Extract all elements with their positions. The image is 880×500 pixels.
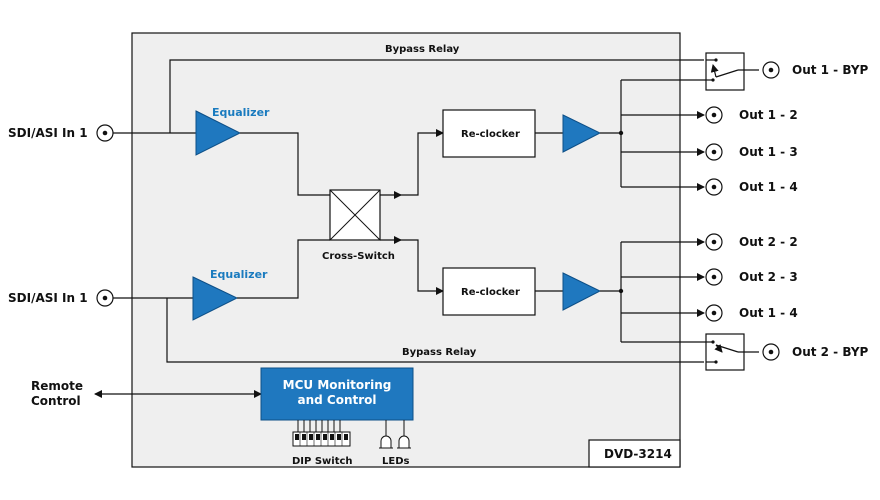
mcu-label-line1: MCU Monitoring xyxy=(283,378,392,392)
led-icon xyxy=(379,420,411,449)
output-connector-2-3 xyxy=(705,268,723,286)
output-label-1-3: Out 1 - 3 xyxy=(739,145,798,159)
output-connector-1-4 xyxy=(705,178,723,196)
output-connector-1-3 xyxy=(705,143,723,161)
reclocker-label-top: Re-clocker xyxy=(461,129,520,140)
bypass-relay-label-top: Bypass Relay xyxy=(385,44,460,55)
output-connector-2-byp xyxy=(762,343,780,361)
cross-switch-label: Cross-Switch xyxy=(322,251,395,262)
input-connector-1 xyxy=(96,124,114,142)
output-label-2-3: Out 2 - 3 xyxy=(739,270,798,284)
equalizer-top xyxy=(195,110,242,156)
reclocker-top xyxy=(442,109,536,158)
reclocker-label-bottom: Re-clocker xyxy=(461,287,520,298)
model-label: DVD-3214 xyxy=(604,447,672,461)
output-connector-1-byp xyxy=(762,61,780,79)
input-label-2: SDI/ASI In 1 xyxy=(8,291,88,305)
output-connector-1-2 xyxy=(705,106,723,124)
output-connector-2-4 xyxy=(705,304,723,322)
input-label-1: SDI/ASI In 1 xyxy=(8,126,88,140)
mcu-box xyxy=(260,367,414,421)
cross-switch xyxy=(329,189,381,241)
remote-label-line2: Control xyxy=(31,394,81,408)
output-label-2-byp: Out 2 - BYP xyxy=(792,345,869,359)
bypass-relay-switch-top xyxy=(705,52,759,91)
dip-switch-label: DIP Switch xyxy=(292,456,353,467)
output-amplifier-top xyxy=(562,114,602,153)
output-connector-2-2 xyxy=(705,233,723,251)
output-label-1-2: Out 1 - 2 xyxy=(739,108,798,122)
mcu-label-line2: and Control xyxy=(297,393,376,407)
equalizer-label-bottom: Equalizer xyxy=(210,268,268,281)
output-label-1-byp: Out 1 - BYP xyxy=(792,63,869,77)
output-label-1-4: Out 1 - 4 xyxy=(739,180,798,194)
output-label-2-2: Out 2 - 2 xyxy=(739,235,798,249)
input-connector-2 xyxy=(96,289,114,307)
output-label-2-4: Out 1 - 4 xyxy=(739,306,798,320)
output-amplifier-bottom xyxy=(562,272,602,311)
model-label-box xyxy=(588,439,681,468)
bypass-relay-label-bottom: Bypass Relay xyxy=(402,347,477,358)
leds-label: LEDs xyxy=(382,456,410,467)
equalizer-bottom xyxy=(192,276,239,321)
remote-label-line1: Remote xyxy=(31,379,83,393)
equalizer-label-top: Equalizer xyxy=(212,106,270,119)
reclocker-bottom xyxy=(442,267,536,316)
dip-switch-icon xyxy=(292,420,351,447)
bypass-relay-switch-bottom xyxy=(705,333,759,371)
